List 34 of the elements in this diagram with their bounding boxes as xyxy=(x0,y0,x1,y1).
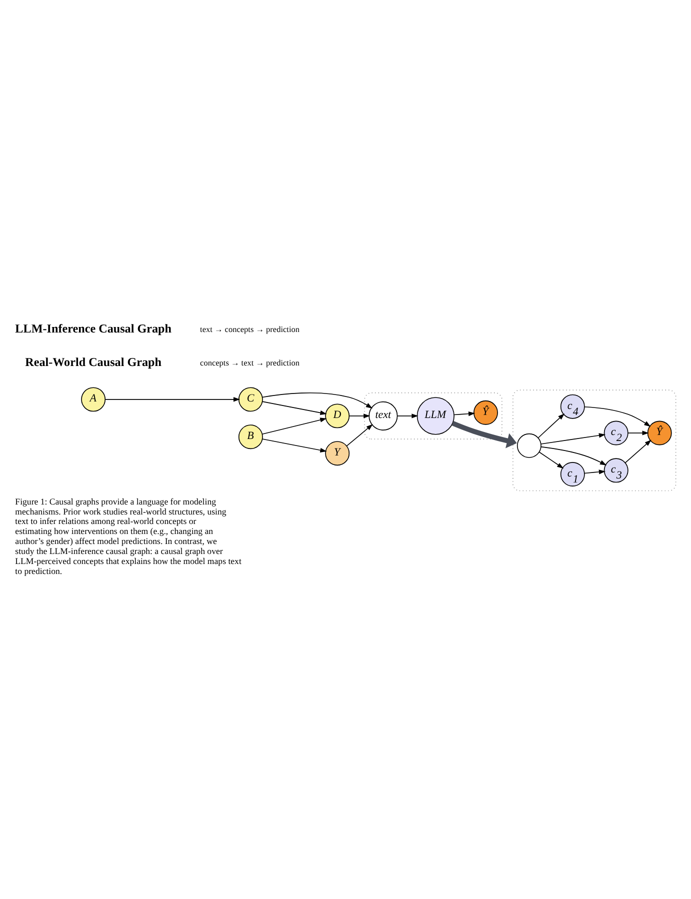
label: LLM-Inference Causal Graph xyxy=(15,322,172,336)
cluster xyxy=(512,390,676,492)
node-circle: B xyxy=(238,424,263,450)
label: Real-World Causal Graph xyxy=(25,355,162,370)
arrow xyxy=(538,414,565,438)
arrow xyxy=(262,418,327,435)
caption: Figure 1: Causal graphs provide a language for modeling mechanisms. Prior work studies real-world structures, using text to infer relations among real-world concepts or estimating how interventions on them (e.g., changing an author’s gender) affect model predictions. In contrast, we study the LLM-inference causal graph: a causal graph over LLM-perceived concepts that explains how the model maps text to prediction. xyxy=(15,496,242,576)
arrow xyxy=(262,401,327,416)
arrow xyxy=(104,397,240,402)
arrow xyxy=(397,414,418,418)
node-circle: C xyxy=(238,387,263,412)
arrow xyxy=(624,440,652,464)
node-circle: text xyxy=(368,401,398,430)
node-circle: Y xyxy=(325,441,350,466)
arrow xyxy=(348,414,370,418)
node-circle: D xyxy=(325,404,350,428)
arrow xyxy=(628,430,649,436)
node-circle: Ŷ xyxy=(473,400,498,425)
arrow xyxy=(538,452,564,469)
arrow xyxy=(262,392,373,408)
node-circle: Ŷ xyxy=(647,420,672,446)
arrow xyxy=(452,420,517,448)
arrow xyxy=(584,406,651,427)
node-circle: LLM xyxy=(416,397,454,435)
arrow xyxy=(454,411,476,416)
label: concepts → text → prediction xyxy=(200,358,300,368)
arrow xyxy=(540,433,606,444)
arrow xyxy=(346,424,373,446)
arrow xyxy=(262,438,327,452)
arrow xyxy=(540,446,607,466)
label: text → concepts → prediction xyxy=(200,325,300,334)
arrow xyxy=(584,470,606,474)
node-circle: A xyxy=(81,387,106,412)
node-circle xyxy=(516,433,542,458)
